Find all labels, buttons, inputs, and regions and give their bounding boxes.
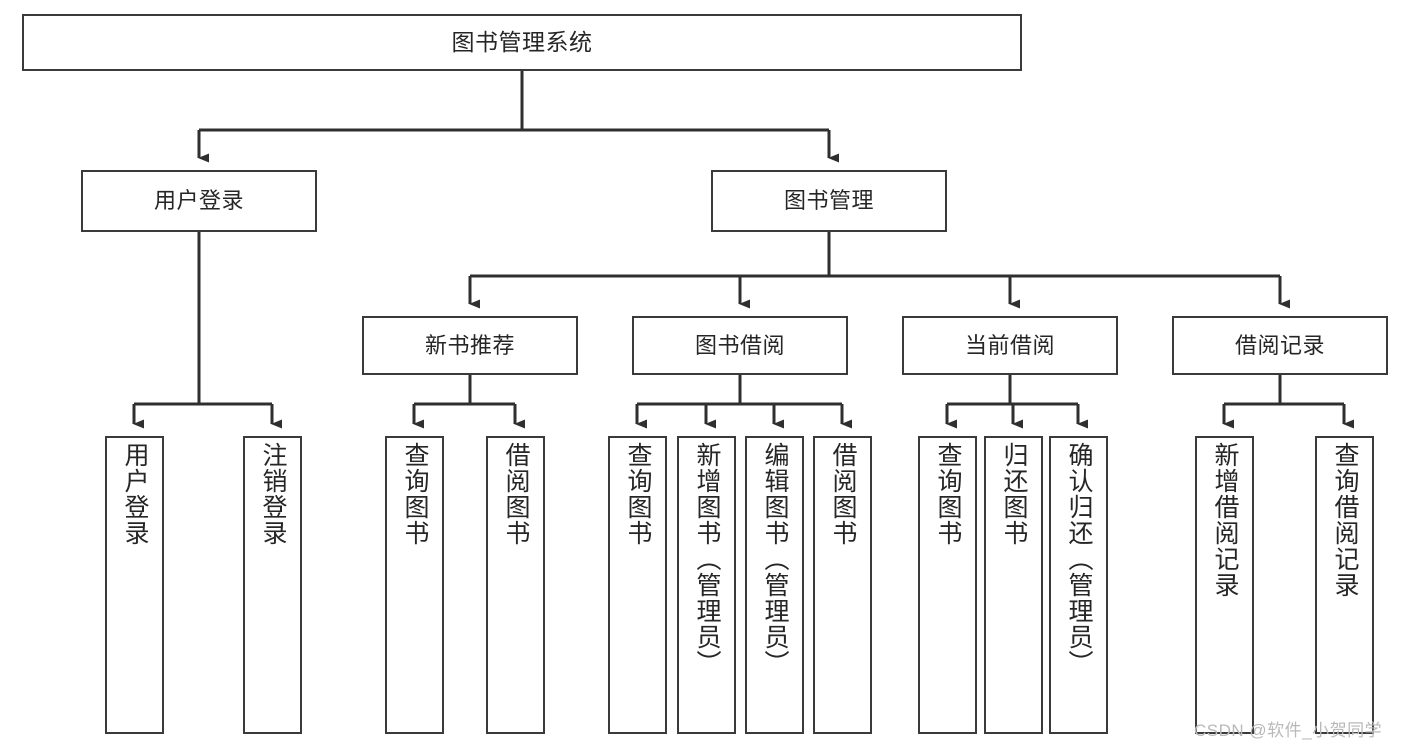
node-label: 编辑图书（管理员） [761,442,789,676]
leaf-query-book-2[interactable]: 查询图书 [608,436,667,734]
node-new-book-rec[interactable]: 新书推荐 [362,316,578,375]
leaf-return-book[interactable]: 归还图书 [984,436,1043,734]
leaf-user-login[interactable]: 用户登录 [105,436,164,734]
node-label: 新增图书（管理员） [693,442,721,676]
leaf-confirm-return[interactable]: 确认归还（管理员） [1049,436,1108,734]
node-label: 新增借阅记录 [1211,442,1239,598]
node-user-login[interactable]: 用户登录 [81,170,317,232]
node-label: 图书管理 [783,188,874,214]
watermark: CSDN @软件_小贺同学 [1194,721,1383,740]
node-label: 查询图书 [401,442,429,546]
node-label: 归还图书 [1000,442,1028,546]
leaf-borrow-book-2[interactable]: 借阅图书 [813,436,872,734]
node-label: 查询借阅记录 [1331,442,1359,598]
node-label: 图书借阅 [694,332,785,358]
node-root-system[interactable]: 图书管理系统 [22,14,1022,71]
node-label: 新书推荐 [424,332,515,358]
node-label: 借阅图书 [502,442,530,546]
node-current-borrow[interactable]: 当前借阅 [902,316,1118,375]
leaf-add-book[interactable]: 新增图书（管理员） [677,436,736,734]
node-book-borrow[interactable]: 图书借阅 [632,316,848,375]
leaf-logout[interactable]: 注销登录 [243,436,302,734]
node-label: 借阅图书 [829,442,857,546]
leaf-edit-book[interactable]: 编辑图书（管理员） [745,436,804,734]
node-label: 当前借阅 [964,332,1055,358]
leaf-add-record[interactable]: 新增借阅记录 [1195,436,1254,734]
leaf-borrow-book-1[interactable]: 借阅图书 [486,436,545,734]
node-label: 用户登录 [121,442,149,546]
node-book-manage[interactable]: 图书管理 [711,170,947,232]
leaf-query-record[interactable]: 查询借阅记录 [1315,436,1374,734]
leaf-query-book-1[interactable]: 查询图书 [385,436,444,734]
node-label: 图书管理系统 [451,28,593,55]
node-label: 查询图书 [934,442,962,546]
node-label: 注销登录 [259,442,287,546]
node-label: 确认归还（管理员） [1065,442,1093,676]
leaf-query-book-3[interactable]: 查询图书 [918,436,977,734]
node-label: 用户登录 [153,188,244,214]
node-label: 借阅记录 [1234,332,1325,358]
node-label: 查询图书 [624,442,652,546]
node-borrow-record[interactable]: 借阅记录 [1172,316,1388,375]
